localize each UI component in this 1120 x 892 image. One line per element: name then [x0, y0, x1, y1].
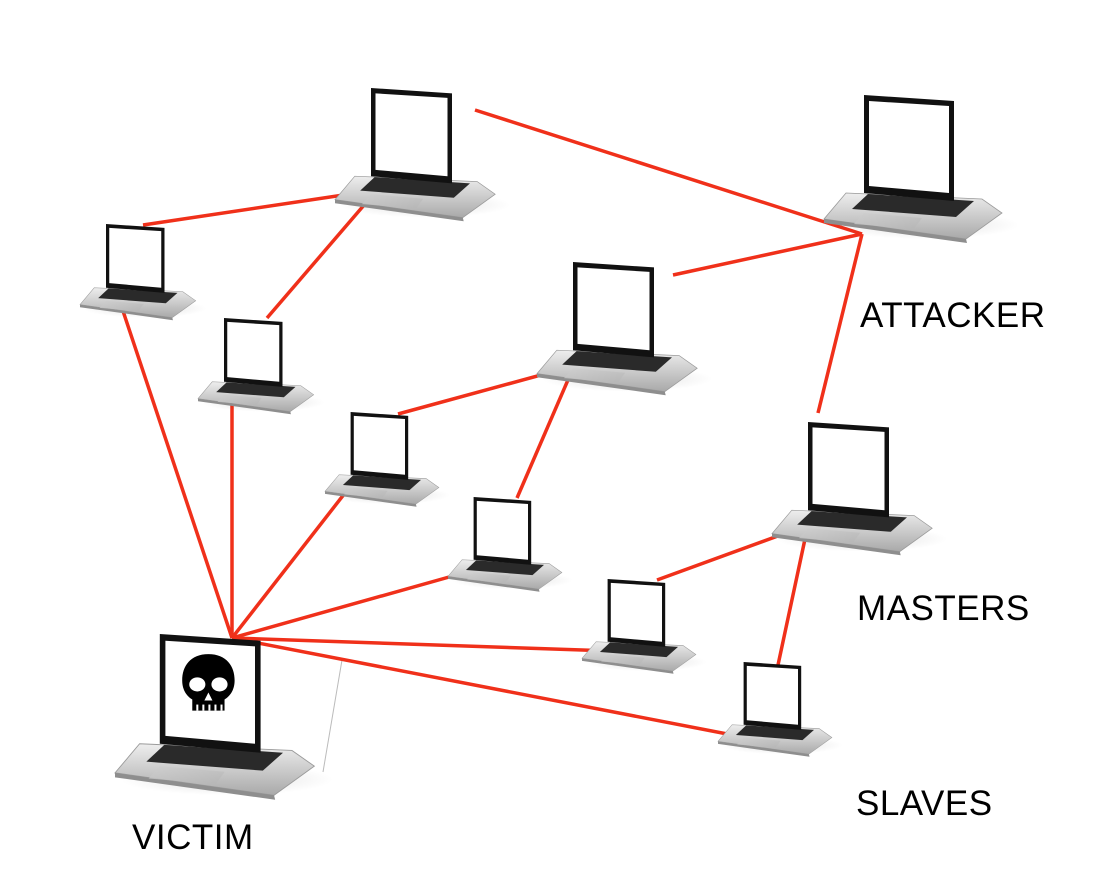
- trackpad: [148, 766, 225, 785]
- skull-icon: [182, 654, 235, 711]
- nodes-layer: [79, 88, 1019, 800]
- laptop-base-edge: [325, 491, 417, 507]
- thin-gray-divider-line: [322, 659, 343, 773]
- laptop-top-center: [334, 88, 511, 222]
- link-center-lower-to-victim: [231, 568, 475, 640]
- slaves-label: SLAVES: [856, 784, 993, 823]
- trackpad: [344, 487, 388, 498]
- link-slave-right-to-master-right: [776, 524, 810, 666]
- laptop-base-edge: [80, 304, 173, 321]
- victim-label: VICTIM: [132, 818, 254, 857]
- trackpad: [362, 194, 424, 209]
- laptop-attacker: [823, 95, 1019, 243]
- trackpad: [799, 528, 861, 543]
- trackpad: [99, 300, 144, 312]
- laptop-base-edge: [335, 199, 464, 222]
- screen: [746, 665, 798, 725]
- trackpad: [601, 654, 645, 665]
- laptop-base-edge: [115, 772, 276, 800]
- attacker-label: ATTACKER: [860, 296, 1046, 335]
- laptop-victim: [114, 634, 334, 800]
- screen: [109, 227, 162, 288]
- trackpad: [564, 368, 626, 383]
- link-left-upper-to-victim: [115, 292, 234, 639]
- masters-label: MASTERS: [857, 589, 1030, 628]
- link-center-left-to-victim: [230, 482, 354, 640]
- link-master-center-to-attacker: [672, 232, 863, 277]
- laptop-base-edge: [537, 373, 666, 396]
- link-slave-right-to-victim: [231, 636, 749, 740]
- screen: [375, 93, 448, 177]
- trackpad: [217, 394, 262, 406]
- link-center-lower-to-master-center: [515, 365, 576, 499]
- laptop-base-edge: [772, 533, 901, 556]
- links-layer: [115, 108, 864, 740]
- link-slave-mid-to-victim: [231, 636, 613, 653]
- screen: [353, 415, 405, 475]
- trackpad: [854, 213, 922, 229]
- laptop-slave-mid: [581, 579, 707, 674]
- trackpad: [737, 737, 781, 748]
- screen: [610, 582, 662, 642]
- laptop-base-edge: [198, 398, 291, 415]
- link-top-center-to-attacker: [474, 108, 863, 236]
- laptop-base-edge: [718, 741, 810, 757]
- screen: [812, 427, 885, 511]
- screen: [869, 101, 949, 193]
- laptop-master-right: [771, 422, 948, 556]
- laptop-base-edge: [824, 219, 967, 243]
- laptop-master-center: [536, 262, 713, 396]
- laptop-base-edge: [448, 576, 540, 592]
- laptop-center-left: [324, 412, 450, 507]
- link-master-right-to-attacker: [816, 233, 864, 414]
- screen: [227, 321, 280, 382]
- laptop-left-middle: [197, 318, 325, 415]
- trackpad: [467, 572, 511, 583]
- laptop-center-lower: [447, 497, 573, 592]
- laptop-slave-right: [717, 662, 843, 757]
- screen: [577, 267, 650, 351]
- laptop-left-upper: [79, 224, 207, 321]
- laptop-base-edge: [582, 658, 674, 674]
- screen: [476, 500, 528, 560]
